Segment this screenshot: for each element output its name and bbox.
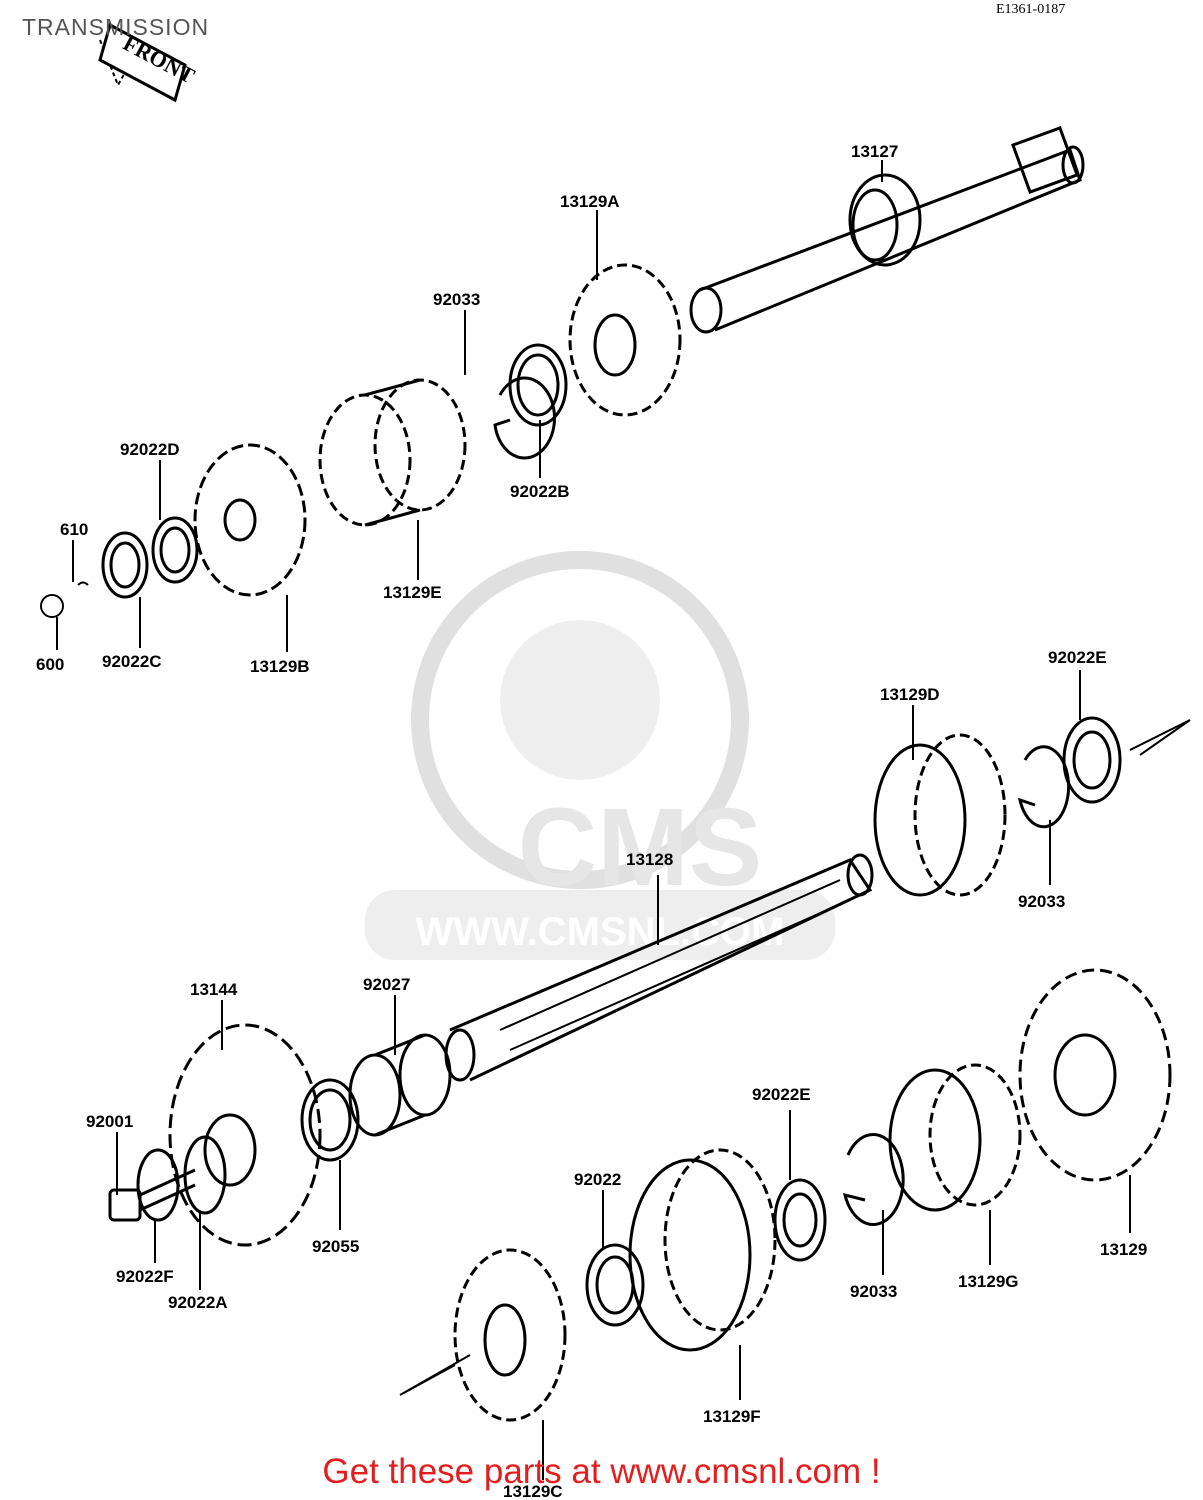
watermark-brand: CMS (518, 786, 762, 909)
washer-92022D (151, 516, 199, 584)
label-13128[interactable]: 13128 (626, 850, 673, 869)
footer-link[interactable]: Get these parts at www.cmsnl.com ! (322, 1452, 881, 1491)
label-13129F[interactable]: 13129F (703, 1407, 761, 1426)
label-92033-top[interactable]: 92033 (433, 290, 480, 309)
label-92022D[interactable]: 92022D (120, 440, 180, 459)
seal-92055 (300, 1078, 360, 1162)
label-600[interactable]: 600 (36, 655, 64, 674)
circlip-92033-top (493, 376, 557, 460)
page-title: TRANSMISSION (22, 14, 210, 40)
label-13129C[interactable]: 13129C (503, 1482, 563, 1500)
label-13129E[interactable]: 13129E (383, 583, 442, 602)
label-13144[interactable]: 13144 (190, 980, 238, 999)
gear-13129C (453, 1248, 567, 1422)
diagram-reference: E1361-0187 (996, 2, 1066, 17)
label-92022E-top[interactable]: 92022E (1048, 648, 1107, 667)
label-92022C[interactable]: 92022C (102, 652, 162, 671)
label-92022A[interactable]: 92022A (168, 1293, 228, 1312)
label-92033-low[interactable]: 92033 (850, 1282, 897, 1301)
label-92022[interactable]: 92022 (574, 1170, 621, 1189)
washer-92022F (136, 1148, 180, 1222)
sprocket-13144 (168, 1023, 322, 1247)
label-92027[interactable]: 92027 (363, 975, 410, 994)
gear-13127 (848, 173, 922, 267)
gear-13129E (318, 378, 467, 527)
label-92022E-low[interactable]: 92022E (752, 1085, 811, 1104)
label-92055[interactable]: 92055 (312, 1237, 359, 1256)
label-92022F[interactable]: 92022F (116, 1267, 174, 1286)
shaft-13128 (444, 853, 874, 1082)
part-labels: 13127 13129A 92033 92022B 92022D 610 600… (36, 142, 1147, 1500)
label-13129G[interactable]: 13129G (958, 1272, 1019, 1291)
washer-92022A (183, 1135, 227, 1215)
gear-13129F (628, 1148, 777, 1352)
leader-lines (56, 160, 1131, 1480)
circlip-92033-mid (1017, 745, 1071, 829)
gear-13129G (888, 1063, 1022, 1212)
part-610 (77, 581, 89, 586)
gear-13129A (568, 263, 682, 417)
label-92022B[interactable]: 92022B (510, 482, 570, 501)
cms-watermark: CMS WWW.CMSNL.COM (365, 551, 835, 960)
label-610[interactable]: 610 (60, 520, 88, 539)
ball-600 (40, 594, 64, 618)
watermark-url: WWW.CMSNL.COM (416, 910, 785, 954)
gear-13129B (193, 443, 307, 597)
washer-92022 (585, 1243, 645, 1327)
label-13129A[interactable]: 13129A (560, 192, 620, 211)
collar-92027 (348, 1033, 452, 1137)
gear-13129D (873, 733, 1007, 897)
label-13129[interactable]: 13129 (1100, 1240, 1147, 1259)
shaft-13127 (689, 126, 1085, 334)
label-13129B[interactable]: 13129B (250, 657, 310, 676)
gear-13129 (1018, 968, 1172, 1182)
label-92001[interactable]: 92001 (86, 1112, 133, 1131)
label-13127[interactable]: 13127 (851, 142, 898, 161)
washer-92022E-top (1062, 716, 1122, 804)
washer-92022C (101, 531, 149, 599)
label-92033-mid[interactable]: 92033 (1018, 892, 1065, 911)
label-13129D[interactable]: 13129D (880, 685, 940, 704)
washer-92022B (508, 343, 568, 427)
circlip-92033-low (842, 1133, 905, 1226)
